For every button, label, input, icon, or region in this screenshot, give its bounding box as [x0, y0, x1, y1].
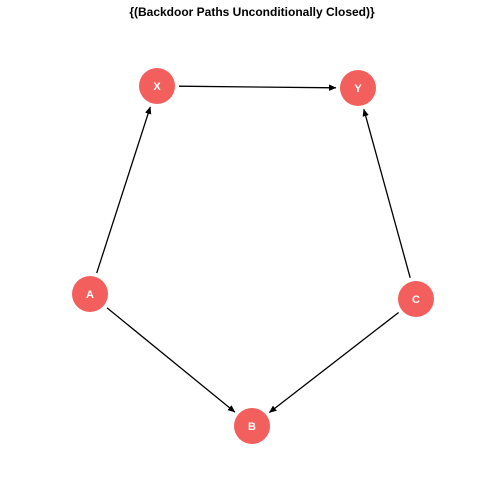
edge-c-to-y	[362, 108, 411, 278]
node-a: A	[72, 276, 108, 312]
node-circle	[398, 281, 434, 317]
edge-a-to-x	[96, 106, 152, 274]
edge-x-to-y	[178, 84, 337, 91]
node-label: X	[153, 81, 161, 93]
node-y: Y	[340, 70, 376, 106]
node-b: B	[234, 408, 270, 444]
node-label: C	[412, 294, 420, 306]
edge-a-to-b	[106, 307, 236, 413]
node-label: Y	[354, 83, 362, 95]
node-circle	[72, 276, 108, 312]
edges	[96, 84, 411, 414]
node-circle	[139, 68, 175, 104]
diagram-title: {(Backdoor Paths Unconditionally Closed)…	[129, 5, 375, 19]
node-circle	[340, 70, 376, 106]
node-c: C	[398, 281, 434, 317]
node-circle	[234, 408, 270, 444]
nodes: X Y A C B	[72, 68, 434, 444]
node-x: X	[139, 68, 175, 104]
edge-c-to-b	[269, 311, 399, 414]
node-label: A	[86, 289, 94, 301]
node-label: B	[248, 421, 256, 433]
